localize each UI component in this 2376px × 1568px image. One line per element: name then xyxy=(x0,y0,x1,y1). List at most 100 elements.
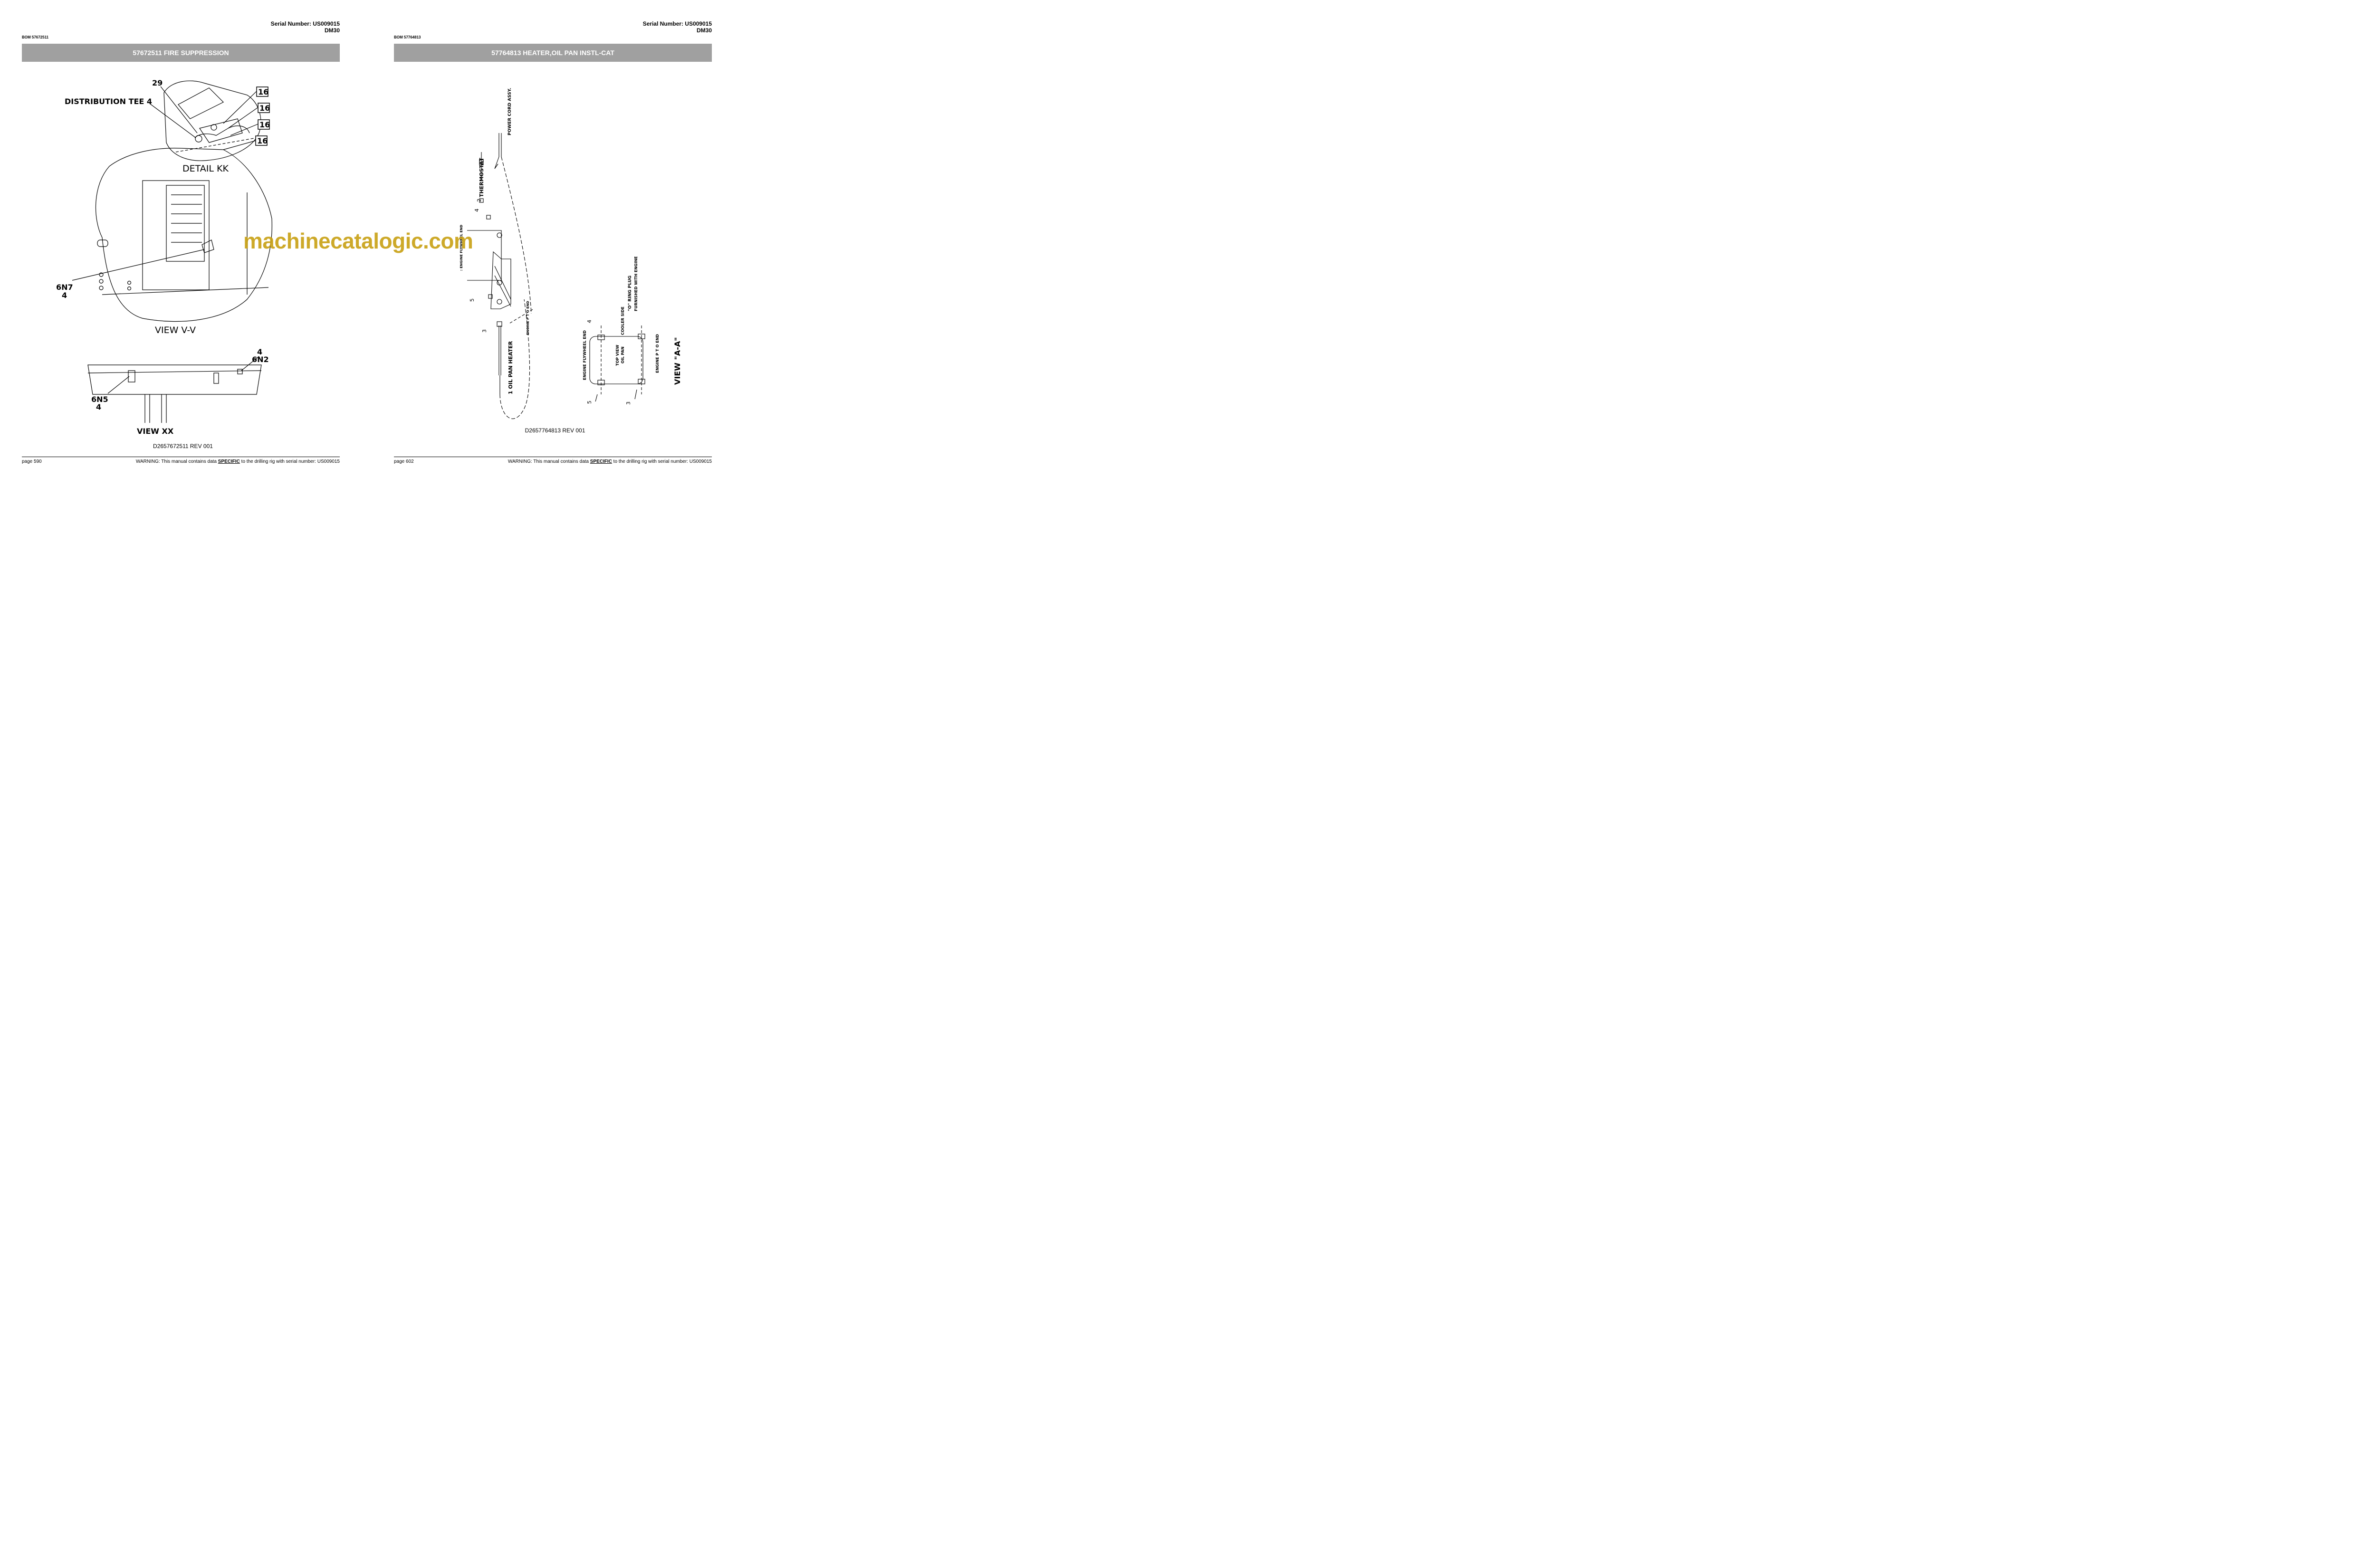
oil-pan-body xyxy=(490,251,511,309)
label-item-5b: 5 xyxy=(586,401,593,404)
section-title-banner: 57672511 FIRE SUPPRESSION xyxy=(22,44,340,62)
model-name: DM30 xyxy=(696,27,712,34)
label-6n2: 6N2 xyxy=(252,355,269,364)
label-item-2: 2 xyxy=(476,199,482,202)
leader-5b xyxy=(595,394,598,402)
label-item-3b: 3 xyxy=(625,402,632,405)
warning-emphasis: SPECIFIC xyxy=(590,459,612,464)
label-item-4: 4 xyxy=(474,209,480,212)
section-title-banner: 57764813 HEATER,OIL PAN INSTL-CAT xyxy=(394,44,712,62)
label-view-vv: VIEW V-V xyxy=(155,325,196,335)
leader-16d xyxy=(223,140,256,150)
label-6n7-qty: 4 xyxy=(62,291,67,300)
label-o-ring-plug: "O" RING PLUG xyxy=(628,276,632,311)
label-engine-flywheel-end-a: : ENGINE FLYWHEEL END xyxy=(460,225,463,271)
right-page: Serial Number: US009015 DM30 BOM 5776481… xyxy=(372,0,738,475)
oil-pan-plug xyxy=(497,280,502,286)
label-6n7: 6N7 xyxy=(56,283,73,292)
leader-6n7 xyxy=(72,249,205,281)
view-vv-outline xyxy=(95,148,272,322)
serial-number: Serial Number: US009015 xyxy=(642,20,712,27)
view-vv-bolt xyxy=(99,272,104,277)
page-number: page 590 xyxy=(22,459,42,464)
footer-warning: WARNING: This manual contains data SPECI… xyxy=(136,459,340,464)
label-detail-kk: DETAIL KK xyxy=(182,163,229,174)
oil-pan-heater-drawing: POWER CORD ASSY. THERMOSTAT : ENGINE FLY… xyxy=(460,88,682,419)
view-vv-cabinet xyxy=(142,180,210,290)
leader-3b xyxy=(634,389,637,400)
view-xx-line xyxy=(87,370,262,373)
oil-pan-hatch xyxy=(494,266,511,300)
view-xx-nozzle-bracket xyxy=(128,370,135,382)
section-title: 57764813 HEATER,OIL PAN INSTL-CAT xyxy=(491,49,614,57)
detail-kk-outline xyxy=(163,80,261,161)
label-power-cord: POWER CORD ASSY. xyxy=(508,88,512,135)
label-callout-16a: 16 xyxy=(258,87,268,96)
bom-number: BOM 57672511 xyxy=(22,35,49,39)
serial-header: Serial Number: US009015 DM30 xyxy=(271,20,340,34)
fitting-item-4 xyxy=(486,215,491,220)
nozzle-6n2 xyxy=(237,369,243,374)
view-vv-grille xyxy=(171,194,202,243)
callout-box-16b xyxy=(258,103,270,113)
view-xx-bracket xyxy=(213,373,219,384)
callout-box-16c xyxy=(258,119,270,130)
label-engine-pto-end-b: ENGINE P T O END xyxy=(655,334,660,373)
power-cord-end xyxy=(494,156,499,169)
leader-16a xyxy=(223,91,257,124)
label-6n5-qty: 4 xyxy=(96,402,101,411)
label-oil-pan-heater: 1 OIL PAN HEATER xyxy=(508,341,514,394)
drawing-number: D2657672511 REV 001 xyxy=(153,443,213,449)
view-vv-panel xyxy=(166,185,205,262)
warning-text: WARNING: This manual contains data xyxy=(135,459,218,464)
label-engine-pto-end-a: ENGINE P T O END xyxy=(526,301,530,335)
page-number: page 602 xyxy=(394,459,414,464)
view-xx-outline xyxy=(87,364,262,395)
section-title: 57672511 FIRE SUPPRESSION xyxy=(133,49,229,57)
fitting-item-2 xyxy=(479,198,484,203)
view-vv-bolt xyxy=(127,286,132,291)
thermostat-body xyxy=(479,159,484,165)
detail-kk-fitting xyxy=(211,124,217,131)
leader-6n5 xyxy=(107,376,130,394)
leader-16c xyxy=(230,124,259,136)
view-vv-floor-line xyxy=(102,287,269,295)
view-vv-bolt xyxy=(99,279,104,284)
fitting-item-3 xyxy=(497,321,502,327)
warning-text-end: to the drilling rig with serial number: … xyxy=(612,459,712,464)
label-view-aa: VIEW "A-A" xyxy=(673,337,682,385)
leader-distribution-tee xyxy=(149,103,196,138)
label-item-5: 5 xyxy=(469,298,475,302)
detail-kk-plate xyxy=(178,87,224,119)
detail-kk-centerline xyxy=(175,137,257,153)
label-top-view: TOP VIEW xyxy=(615,344,620,366)
label-callout-16d: 16 xyxy=(257,136,268,145)
pto-centerline xyxy=(509,308,534,324)
label-furnished-with-engine: FURNISHED WITH ENGINE xyxy=(634,256,638,311)
serial-header: Serial Number: US009015 DM30 xyxy=(643,20,712,34)
label-callout-16b: 16 xyxy=(259,104,270,113)
fire-suppression-drawing: 29 DISTRIBUTION TEE 4 16 16 16 16 6N7 4 … xyxy=(56,78,272,436)
warning-emphasis: SPECIFIC xyxy=(218,459,240,464)
distribution-tee-fitting xyxy=(195,135,202,143)
view-vv-bolt xyxy=(127,280,132,285)
view-vv-bolt xyxy=(99,286,104,290)
callout-box-16a xyxy=(256,86,268,97)
leader-29 xyxy=(160,86,198,134)
label-distribution-tee: DISTRIBUTION TEE 4 xyxy=(65,97,152,106)
oil-pan-top-outline xyxy=(589,336,643,384)
footer-warning: WARNING: This manual contains data SPECI… xyxy=(508,459,712,464)
label-view-xx: VIEW XX xyxy=(137,427,174,436)
label-item-29: 29 xyxy=(152,78,163,87)
label-item-4b: 4 xyxy=(586,320,593,323)
label-item-3: 3 xyxy=(481,329,488,333)
label-6n5: 6N5 xyxy=(91,395,108,404)
label-engine-flywheel-end-b: ENGINE FLYWHEEL END xyxy=(583,330,587,380)
label-thermostat: THERMOSTAT xyxy=(479,158,485,197)
nozzle-6n7 xyxy=(201,239,214,253)
label-oil-pan: OIL PAN xyxy=(621,346,625,363)
label-cooler-side: COOLER SIDE xyxy=(621,306,625,335)
drawing-number: D2657764813 REV 001 xyxy=(525,427,585,434)
watermark: machinecatalogic.com xyxy=(243,229,473,253)
label-callout-16c: 16 xyxy=(259,120,270,129)
